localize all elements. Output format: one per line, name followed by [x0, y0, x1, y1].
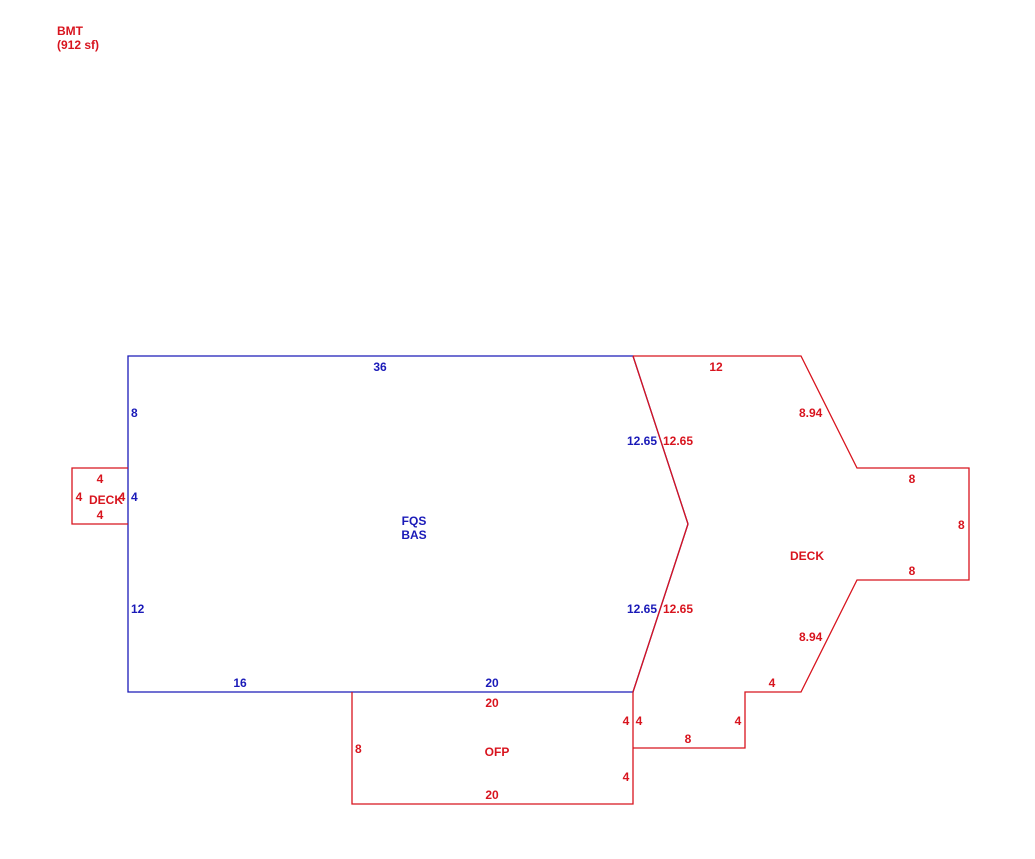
dim-deck-large-right: 8: [958, 518, 965, 532]
dim-deck-large-upper-diag: 8.94: [799, 406, 823, 420]
porch-label: OFP: [485, 745, 510, 759]
dim-deck-large-inner-lower: 12.65: [663, 602, 693, 616]
dim-deck-large-bottom-step: 4: [769, 676, 776, 690]
dim-main-left-upper: 8: [131, 406, 138, 420]
main-structure: 36 8 4 12 16 20 12.65 12.65 FQS BAS: [127, 355, 689, 693]
dim-main-diag-lower: 12.65: [627, 602, 657, 616]
dim-deck-small-top: 4: [97, 472, 104, 486]
building-name: BMT: [57, 24, 84, 38]
dim-main-top: 36: [373, 360, 387, 374]
deck-large-inner-edge-upper: [632, 355, 689, 525]
deck-large-outline: [633, 355, 970, 749]
dim-porch-left: 8: [355, 742, 362, 756]
deck-large: 12 8.94 8 8 8 8.94 4 4 8 4 12.65 12.65 D…: [632, 355, 970, 749]
main-code-line2: BAS: [401, 528, 426, 542]
dim-deck-large-lower-ext: 8: [909, 564, 916, 578]
dim-porch-bottom: 20: [485, 788, 499, 802]
dim-main-bottom-right: 20: [485, 676, 499, 690]
main-code-line1: FQS: [402, 514, 427, 528]
deck-large-inner-edge-lower: [632, 523, 689, 693]
dim-porch-right-upper: 4: [623, 714, 630, 728]
dim-deck-large-top: 12: [709, 360, 723, 374]
dim-main-diag-upper: 12.65: [627, 434, 657, 448]
porch-outline: [351, 692, 634, 805]
deck-small: 4 4 4 4 DECK: [71, 467, 128, 525]
deck-large-label: DECK: [790, 549, 824, 563]
dim-deck-large-upper-ext: 8: [909, 472, 916, 486]
dim-porch-right-lower: 4: [623, 770, 630, 784]
dim-main-left-lower: 12: [131, 602, 145, 616]
porch: 20 8 4 4 20 OFP: [351, 692, 634, 805]
dim-deck-small-bottom: 4: [97, 508, 104, 522]
sketch-header: BMT (912 sf): [57, 24, 99, 52]
dim-porch-top: 20: [485, 696, 499, 710]
building-area: (912 sf): [57, 38, 99, 52]
dim-deck-large-lower-diag: 8.94: [799, 630, 823, 644]
dim-deck-small-right: 4: [119, 490, 126, 504]
dim-deck-large-inner-upper: 12.65: [663, 434, 693, 448]
dim-deck-large-step-vertical: 4: [735, 714, 742, 728]
dim-main-bottom-left: 16: [233, 676, 247, 690]
dim-deck-small-left: 4: [76, 490, 83, 504]
deck-small-label: DECK: [89, 493, 123, 507]
dim-main-left-mid: 4: [131, 490, 138, 504]
dim-deck-large-left-step: 4: [636, 714, 643, 728]
deck-small-outline: [71, 467, 128, 525]
dim-deck-large-step-bottom: 8: [685, 732, 692, 746]
